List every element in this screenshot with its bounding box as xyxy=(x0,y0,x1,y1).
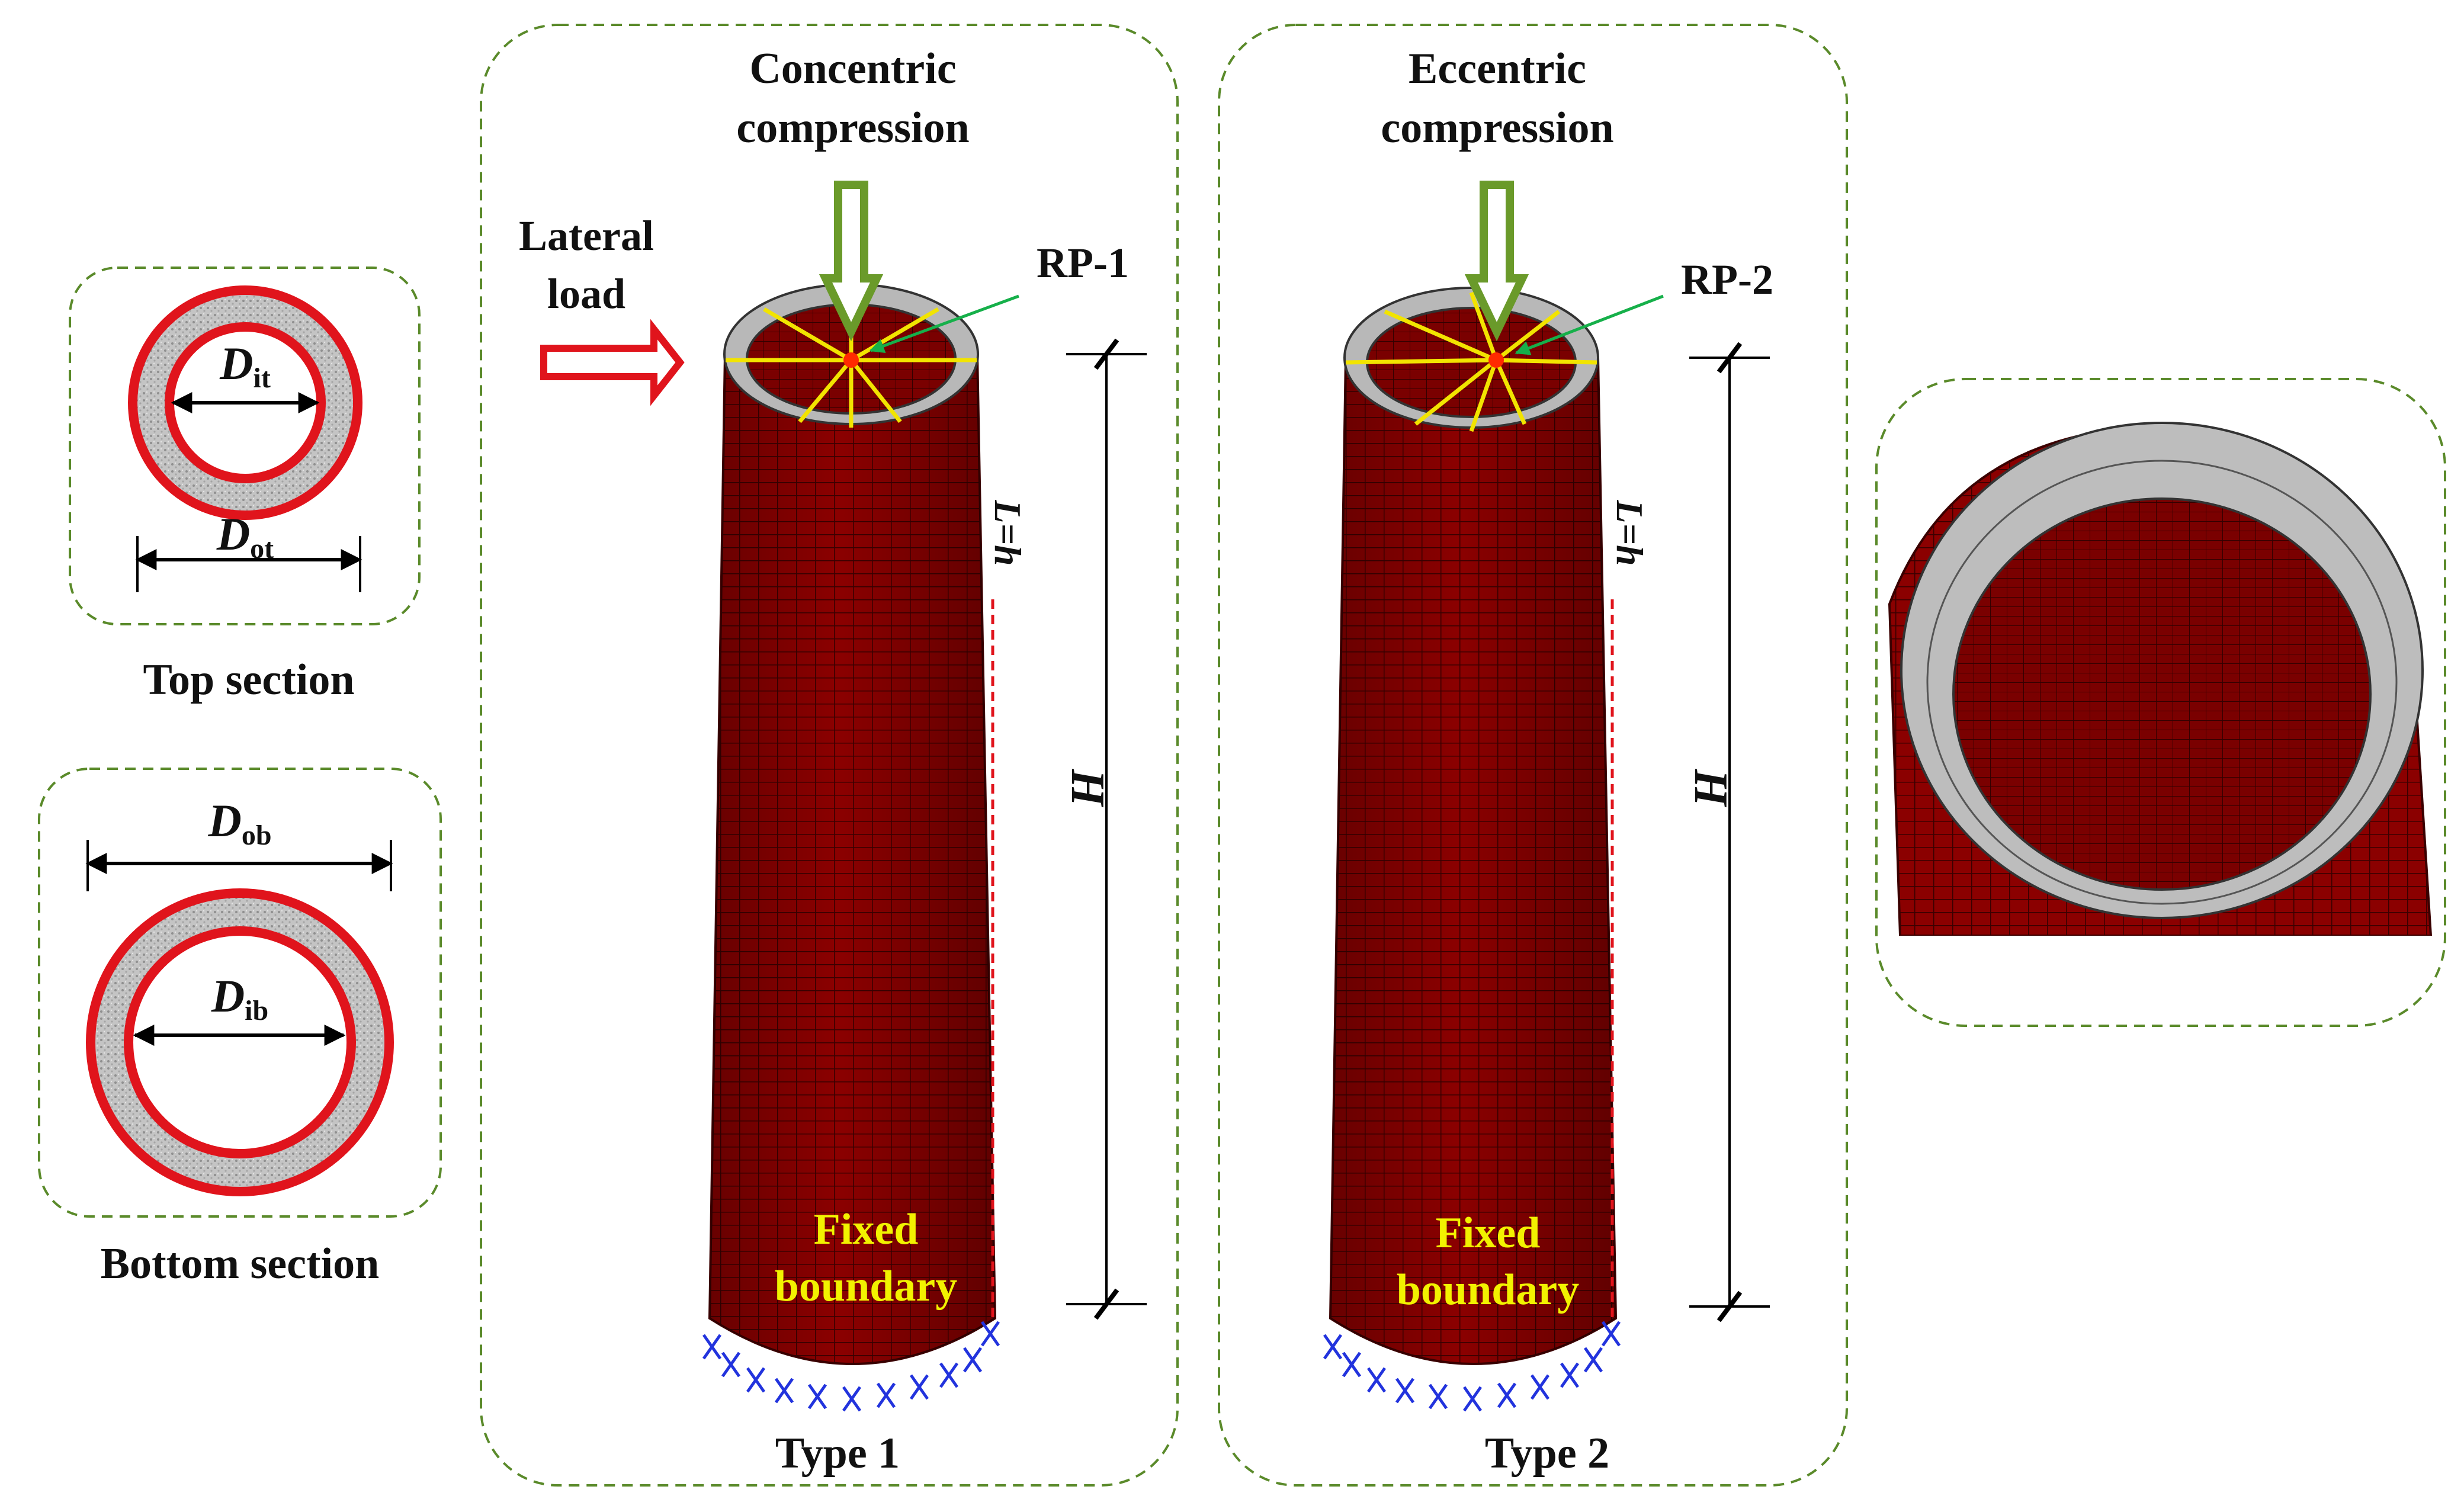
top-section-panel: Dit Dot xyxy=(69,267,421,625)
type1-title-line1: Concentric xyxy=(749,44,956,93)
type2-title-line2: compression xyxy=(1381,104,1613,152)
lateral-load-line2: load xyxy=(547,270,625,317)
type1-height-bottom-tick xyxy=(1093,1288,1119,1320)
type2-compression-arrow xyxy=(1464,181,1529,342)
type2-height-label: H xyxy=(1685,769,1737,808)
type1-border xyxy=(480,24,1179,1487)
bottom-section-inner-ring xyxy=(124,926,356,1158)
dit-label: Dit xyxy=(219,338,271,394)
type2-height-top-tick xyxy=(1717,342,1743,374)
type1-height-top-tick xyxy=(1093,338,1119,370)
closeup-cut-edge xyxy=(1888,936,2439,959)
type2-supports xyxy=(1323,1321,1621,1412)
lateral-load-arrow xyxy=(540,319,685,406)
type2-border xyxy=(1218,24,1848,1487)
rp1-marker xyxy=(843,352,859,368)
type1-supports xyxy=(702,1321,1000,1412)
type2-height-bottom-tick xyxy=(1717,1291,1743,1322)
rp1-leader xyxy=(869,294,1019,353)
dob-label: Dob xyxy=(207,795,271,851)
type1-fixed-line2: boundary xyxy=(775,1262,957,1311)
dib-label: Dib xyxy=(211,970,268,1026)
type2-title-line1: Eccentric xyxy=(1409,44,1586,93)
top-section-border xyxy=(69,267,421,625)
closeup-border xyxy=(1875,378,2446,1027)
type1-caption: Type 1 xyxy=(775,1429,900,1478)
closeup-panel xyxy=(1875,378,2446,1027)
type2-panel: Eccentric compression RP-2 H L=h Fixed b… xyxy=(1218,24,1848,1487)
lateral-load-line1: Lateral xyxy=(519,212,654,259)
type2-column-shading xyxy=(1330,358,1616,1364)
bottom-section-panel: Dob Dib xyxy=(38,768,442,1218)
type2-fixed-line1: Fixed xyxy=(1436,1209,1541,1257)
type2-fixed-line2: boundary xyxy=(1397,1266,1579,1314)
rp2-leader xyxy=(1515,294,1664,355)
bottom-section-border xyxy=(38,768,442,1218)
closeup-opening xyxy=(1952,497,2372,891)
rp2-label: RP-2 xyxy=(1681,256,1773,303)
bottom-section-caption: Bottom section xyxy=(101,1240,380,1288)
rp1-label: RP-1 xyxy=(1037,239,1129,287)
type1-panel: Concentric compression Lateral load RP-1 xyxy=(480,24,1179,1487)
closeup-ring-divisions xyxy=(1926,460,2398,905)
type2-caption: Type 2 xyxy=(1485,1429,1609,1478)
type1-title-line2: compression xyxy=(736,104,969,152)
top-section-caption: Top section xyxy=(143,656,354,704)
type1-column-shading xyxy=(710,354,995,1364)
type1-length-label: L=h xyxy=(987,499,1029,566)
type1-height-label: H xyxy=(1061,769,1114,808)
type2-coupling-spokes xyxy=(1345,291,1597,432)
type1-fixed-line1: Fixed xyxy=(814,1205,919,1254)
dot-label: Dot xyxy=(216,508,274,564)
rp2-marker xyxy=(1488,352,1504,368)
type1-compression-arrow xyxy=(819,181,884,342)
type2-length-label: L=h xyxy=(1609,499,1651,566)
